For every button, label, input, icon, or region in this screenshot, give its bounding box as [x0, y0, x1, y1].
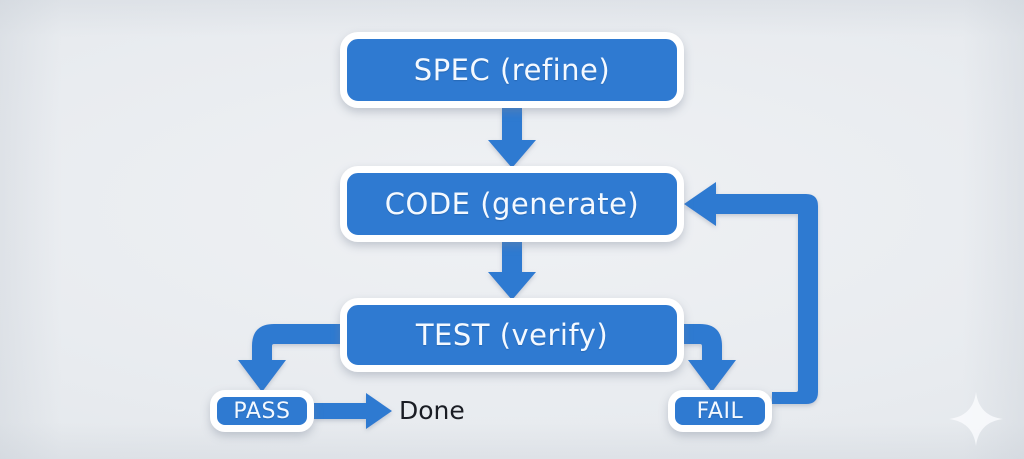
edge-pass-to-done — [314, 393, 392, 429]
node-pass-label: PASS — [233, 398, 291, 424]
node-fail-label: FAIL — [696, 398, 744, 424]
terminal-label-done: Done — [399, 396, 465, 425]
edge-test-to-pass — [238, 324, 342, 392]
edge-code-to-test — [488, 242, 536, 300]
sparkle-icon — [949, 392, 1003, 446]
node-code-label: CODE (generate) — [384, 187, 640, 221]
node-spec-label: SPEC (refine) — [413, 53, 611, 87]
node-fail[interactable]: FAIL — [668, 390, 772, 432]
node-spec[interactable]: SPEC (refine) — [340, 32, 684, 108]
edge-test-to-fail — [682, 324, 736, 392]
node-code[interactable]: CODE (generate) — [340, 166, 684, 242]
node-pass[interactable]: PASS — [210, 390, 314, 432]
edge-fail-to-code — [684, 182, 818, 404]
node-test[interactable]: TEST (verify) — [340, 298, 684, 372]
edge-spec-to-code — [488, 108, 536, 168]
node-test-label: TEST (verify) — [415, 318, 609, 352]
